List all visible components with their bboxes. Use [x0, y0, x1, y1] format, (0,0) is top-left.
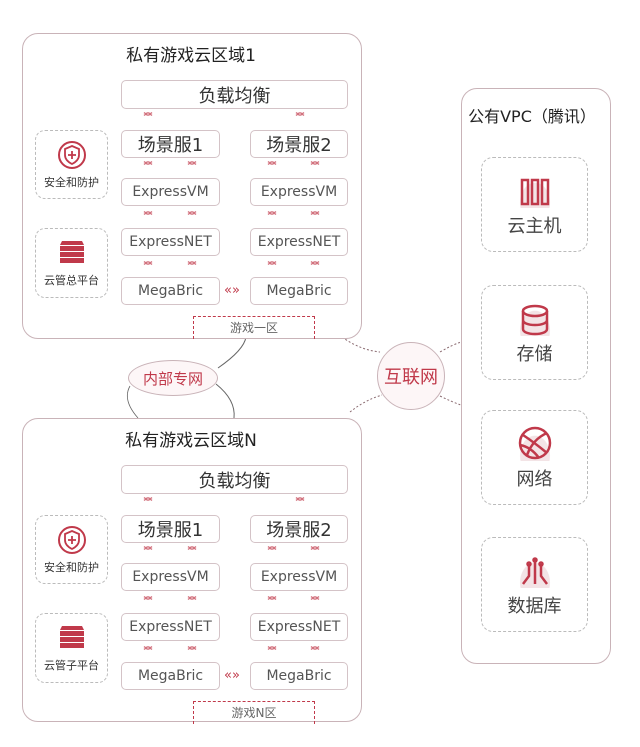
bidirectional-arrow-icon: ︽︾	[143, 642, 153, 657]
scene-server-1[interactable]: 场景服1	[121, 130, 220, 158]
vpc-title: 公有VPC（腾讯）	[468, 107, 596, 126]
globe-icon	[511, 424, 558, 461]
vpc-card-label: 云主机	[507, 215, 562, 237]
megabric[interactable]: MegaBric	[250, 662, 348, 690]
internal-network-node: 内部专网	[128, 360, 218, 396]
server-icon	[511, 171, 558, 208]
bidirectional-arrow-icon: ︽︾	[143, 493, 153, 508]
vpc-card-database[interactable]: 数据库	[481, 537, 588, 632]
server-rack-icon	[59, 626, 84, 648]
megabric-link: «»	[224, 668, 240, 683]
megabric-link: «»	[224, 283, 240, 298]
game-zone-label: 游戏一区	[193, 316, 315, 339]
vpc-card-label: 网络	[516, 468, 553, 490]
management-panel[interactable]: 云管总平台	[35, 228, 108, 298]
bidirectional-arrow-icon: ︽︾	[310, 157, 320, 172]
database-icon	[511, 299, 558, 336]
data-tree-icon	[511, 551, 558, 588]
bidirectional-arrow-icon: ︽︾	[143, 207, 153, 222]
bidirectional-arrow-icon: ︽︾	[187, 257, 197, 272]
load-balancer[interactable]: 负载均衡	[121, 465, 348, 494]
scene-server-1[interactable]: 场景服1	[121, 515, 220, 543]
bidirectional-arrow-icon: ︽︾	[310, 207, 320, 222]
bidirectional-arrow-icon: ︽︾	[295, 108, 305, 123]
vpc-card-cvm[interactable]: 云主机	[481, 157, 588, 252]
bidirectional-arrow-icon: ︽︾	[143, 108, 153, 123]
vpc-card-label: 数据库	[507, 595, 562, 617]
server-rack-icon	[59, 241, 84, 263]
bidirectional-arrow-icon: ︽︾	[310, 257, 320, 272]
express-vm[interactable]: ExpressVM	[250, 178, 348, 206]
shield-icon	[57, 525, 86, 554]
bidirectional-arrow-icon: ︽︾	[187, 157, 197, 172]
bidirectional-arrow-icon: ︽︾	[187, 592, 197, 607]
bidirectional-arrow-icon: ︽︾	[267, 257, 277, 272]
game-zone-label: 游戏N区	[193, 701, 315, 724]
bidirectional-arrow-icon: ︽︾	[267, 542, 277, 557]
express-net[interactable]: ExpressNET	[250, 613, 348, 641]
bidirectional-arrow-icon: ︽︾	[187, 207, 197, 222]
bidirectional-arrow-icon: ︽︾	[187, 542, 197, 557]
megabric[interactable]: MegaBric	[121, 277, 220, 305]
bidirectional-arrow-icon: ︽︾	[143, 257, 153, 272]
region-title: 私有游戏云区域1	[126, 46, 256, 66]
shield-icon	[57, 140, 86, 169]
scene-server-2[interactable]: 场景服2	[250, 515, 348, 543]
internet-node: 互联网	[377, 342, 445, 410]
vpc-card-network[interactable]: 网络	[481, 410, 588, 505]
bidirectional-arrow-icon: ︽︾	[310, 642, 320, 657]
express-net[interactable]: ExpressNET	[121, 228, 220, 256]
security-label: 安全和防护	[44, 175, 99, 189]
security-panel[interactable]: 安全和防护	[35, 515, 108, 584]
bidirectional-arrow-icon: ︽︾	[187, 642, 197, 657]
security-label: 安全和防护	[44, 560, 99, 574]
management-label: 云管总平台	[44, 274, 99, 287]
bidirectional-arrow-icon: ︽︾	[143, 592, 153, 607]
express-net[interactable]: ExpressNET	[121, 613, 220, 641]
bidirectional-arrow-icon: ︽︾	[143, 157, 153, 172]
security-panel[interactable]: 安全和防护	[35, 130, 108, 199]
megabric[interactable]: MegaBric	[121, 662, 220, 690]
express-vm[interactable]: ExpressVM	[250, 563, 348, 591]
management-label: 云管子平台	[44, 659, 99, 672]
bidirectional-arrow-icon: ︽︾	[143, 542, 153, 557]
vpc-card-label: 存储	[516, 343, 553, 365]
bidirectional-arrow-icon: ︽︾	[295, 493, 305, 508]
megabric[interactable]: MegaBric	[250, 277, 348, 305]
bidirectional-arrow-icon: ︽︾	[267, 207, 277, 222]
internal-network-label: 内部专网	[142, 369, 203, 388]
express-vm[interactable]: ExpressVM	[121, 178, 220, 206]
scene-server-2[interactable]: 场景服2	[250, 130, 348, 158]
bidirectional-arrow-icon: ︽︾	[310, 592, 320, 607]
bidirectional-arrow-icon: ︽︾	[267, 642, 277, 657]
bidirectional-arrow-icon: ︽︾	[267, 592, 277, 607]
bidirectional-arrow-icon: ︽︾	[267, 157, 277, 172]
load-balancer[interactable]: 负载均衡	[121, 80, 348, 109]
internet-label: 互联网	[384, 367, 438, 388]
region-title: 私有游戏云区域N	[125, 431, 257, 451]
bidirectional-arrow-icon: ︽︾	[310, 542, 320, 557]
express-net[interactable]: ExpressNET	[250, 228, 348, 256]
express-vm[interactable]: ExpressVM	[121, 563, 220, 591]
vpc-card-storage[interactable]: 存储	[481, 285, 588, 380]
management-panel[interactable]: 云管子平台	[35, 613, 108, 683]
